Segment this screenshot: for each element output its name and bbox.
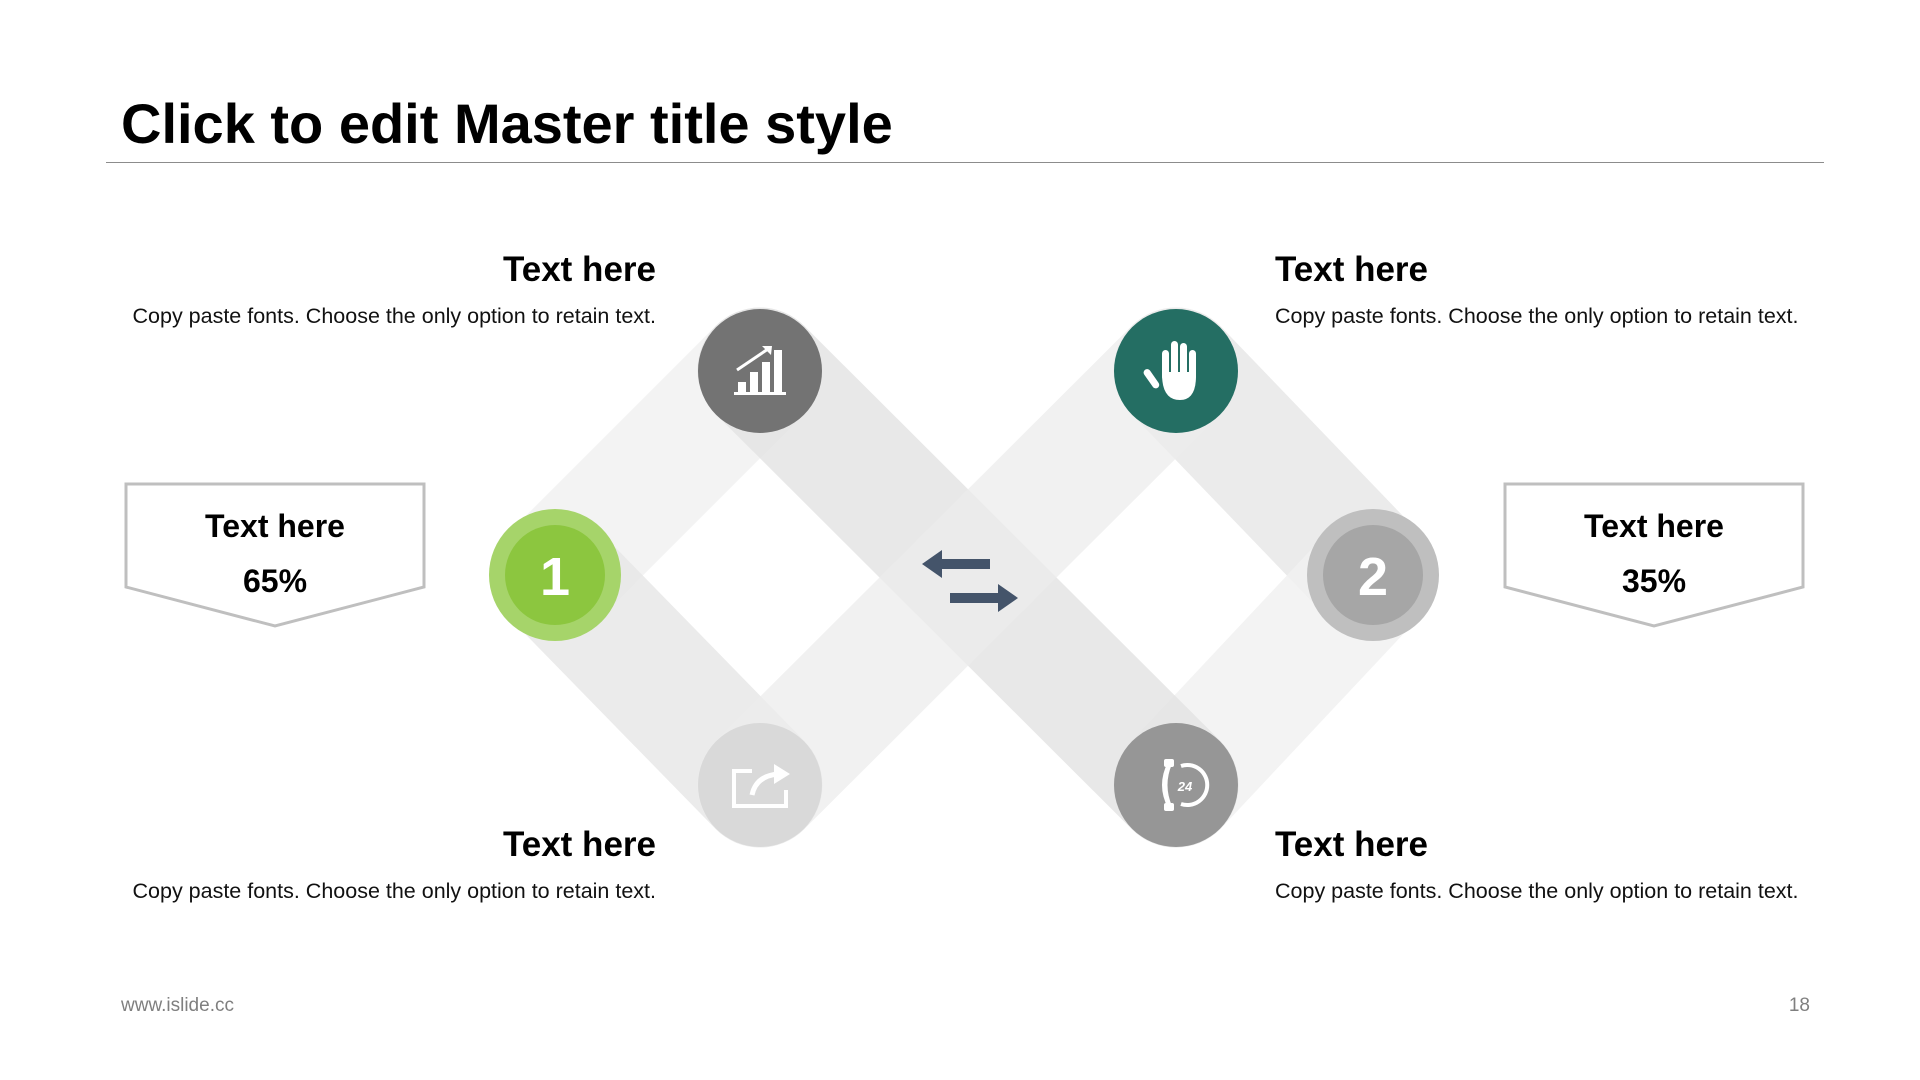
hub-2-number: 2 (1358, 547, 1388, 607)
callout-left-shape (124, 482, 426, 628)
block-heading: Text here (1275, 825, 1429, 864)
node-top-right (1114, 309, 1238, 433)
svg-text:24: 24 (1177, 779, 1193, 794)
share-icon (732, 764, 790, 808)
text-block-bottom-right: Text here Copy paste fonts. Choose the o… (1275, 823, 1835, 905)
block-body: Copy paste fonts. Choose the only option… (132, 304, 657, 328)
block-body: Copy paste fonts. Choose the only option… (132, 879, 657, 903)
callout-value: 65% (242, 563, 308, 599)
hand-icon (1143, 341, 1196, 400)
block-body: Copy paste fonts. Choose the only option… (1275, 304, 1799, 328)
hub-1: 1 (489, 509, 621, 641)
hub-1-number: 1 (540, 547, 570, 607)
block-heading: Text here (502, 825, 656, 864)
title-divider (106, 162, 1824, 163)
24-hour-phone-icon: 24 (1162, 759, 1210, 811)
bar-chart-growth-icon (734, 346, 786, 395)
node-top-left (698, 309, 822, 433)
node-bottom-left (698, 723, 822, 847)
swap-arrows-icon (922, 550, 1018, 612)
text-block-top-left: Text here Copy paste fonts. Choose the o… (96, 248, 657, 330)
callout-left: Text here 65% (125, 506, 425, 601)
callout-label: Text here (1584, 508, 1724, 544)
block-body: Copy paste fonts. Choose the only option… (1275, 879, 1799, 903)
footer-url: www.islide.cc (121, 995, 234, 1016)
callout-right-shape (1503, 482, 1805, 628)
node-bottom-right: 24 (1114, 723, 1238, 847)
text-block-bottom-left: Text here Copy paste fonts. Choose the o… (96, 823, 657, 905)
callout-label: Text here (205, 508, 345, 544)
callout-value: 35% (1621, 563, 1687, 599)
page-number: 18 (1788, 995, 1810, 1016)
text-block-top-right: Text here Copy paste fonts. Choose the o… (1275, 248, 1835, 330)
diagram-bands (492, 307, 1436, 848)
band-cross-rising (697, 307, 1239, 848)
hub-2: 2 (1307, 509, 1439, 641)
callout-right: Text here 35% (1504, 506, 1804, 601)
slide-title: Click to edit Master title style (121, 92, 893, 155)
block-heading: Text here (502, 250, 656, 289)
block-heading: Text here (1275, 250, 1429, 289)
